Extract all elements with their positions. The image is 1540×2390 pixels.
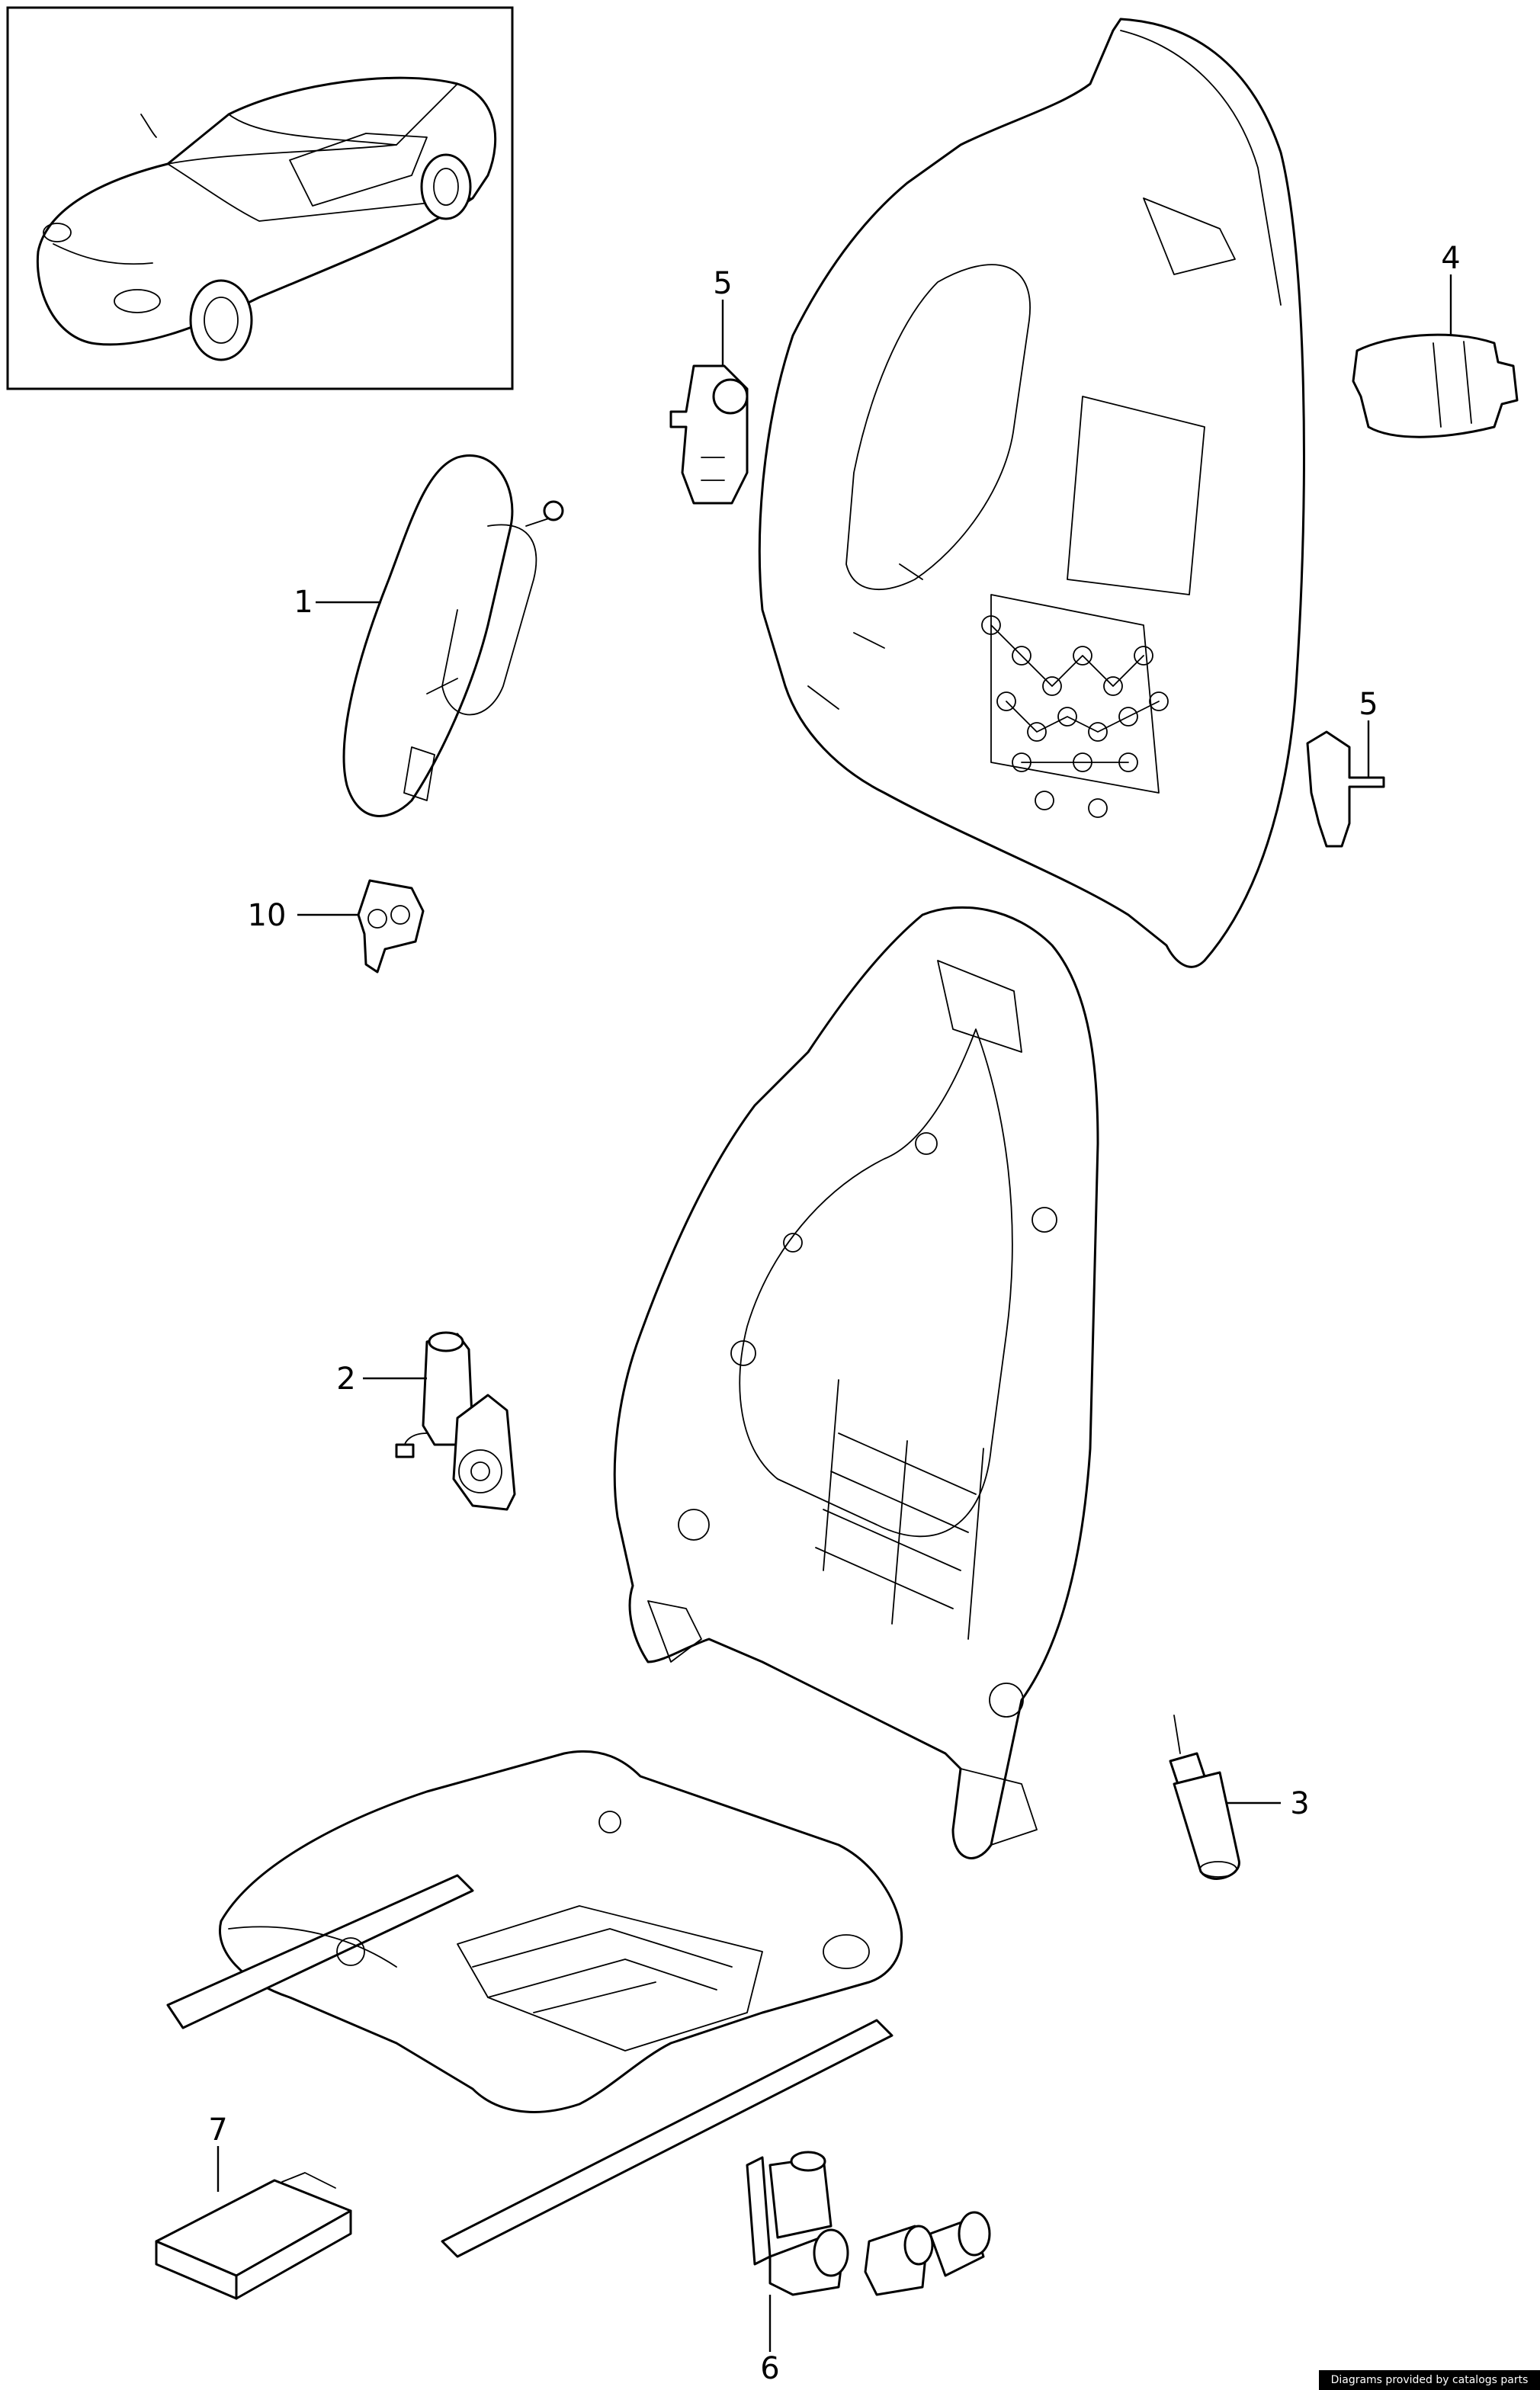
- callout-7: 7: [208, 2113, 227, 2148]
- part-1-side-trim: [342, 454, 564, 817]
- callout-5-upper: 5: [713, 266, 732, 301]
- callout-5-lower: 5: [1359, 687, 1378, 722]
- leader-lines: [217, 274, 1452, 2352]
- callout-10: 10: [248, 898, 287, 933]
- part-5-clip-lower: [1306, 730, 1385, 848]
- part-7-module: [155, 2172, 352, 2300]
- seat-base-frame: [166, 1750, 903, 2258]
- callout-1: 1: [294, 585, 313, 620]
- callout-6: 6: [760, 2351, 779, 2386]
- callout-2: 2: [336, 1362, 355, 1397]
- backrest-frame: [613, 906, 1099, 1859]
- callout-4: 4: [1441, 241, 1460, 276]
- part-6-motor-assembly: [746, 2151, 991, 2296]
- backrest-shell: [758, 18, 1305, 968]
- part-3-bottle: [1169, 1715, 1240, 1880]
- part-5-connector-upper: [669, 364, 749, 505]
- footer-credit: Diagrams provided by catalogs parts: [1319, 2370, 1540, 2390]
- callout-3: 3: [1290, 1786, 1309, 1821]
- callout-labels: 1 2 3 4 5 5 6 7 10: [208, 241, 1460, 2386]
- part-4-pad: [1352, 333, 1519, 438]
- part-10-bracket: [357, 879, 425, 974]
- vehicle-thumbnail: [6, 6, 514, 390]
- part-2-motor: [395, 1331, 516, 1511]
